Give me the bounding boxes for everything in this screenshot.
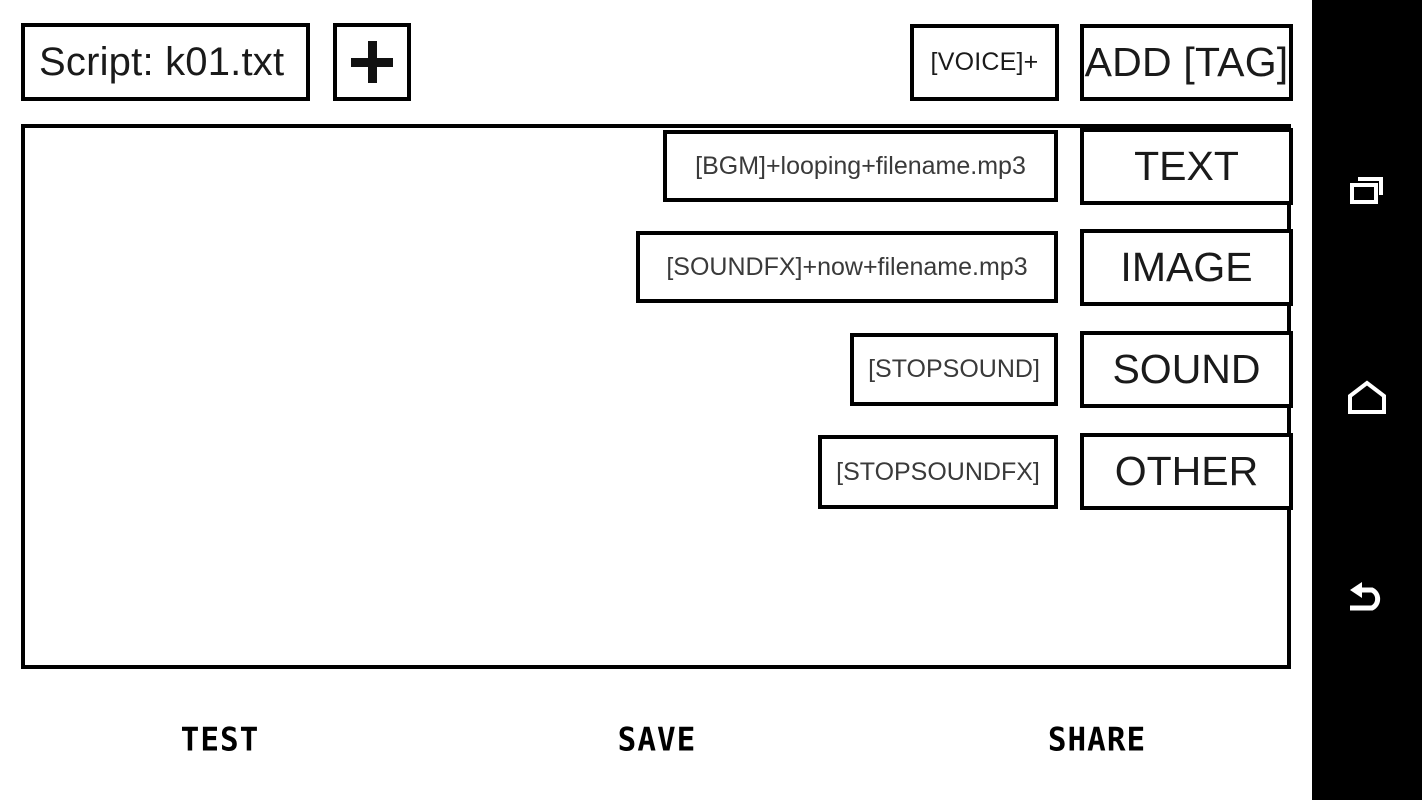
nav-recents-button[interactable] <box>1312 140 1422 240</box>
nav-home-button[interactable] <box>1312 350 1422 450</box>
category-button-text[interactable]: TEXT <box>1080 128 1293 205</box>
test-button[interactable]: TEST <box>180 721 260 759</box>
plus-icon <box>351 41 393 83</box>
home-icon <box>1345 378 1389 423</box>
script-name-field[interactable]: Script: k01.txt <box>21 23 310 101</box>
tag-suggestion-item[interactable]: [STOPSOUNDFX] <box>818 435 1058 509</box>
recents-icon <box>1347 168 1387 213</box>
add-tag-button[interactable]: ADD [TAG] <box>1080 24 1293 101</box>
share-button[interactable]: SHARE <box>1047 721 1147 759</box>
category-button-image[interactable]: IMAGE <box>1080 229 1293 306</box>
nav-back-button[interactable] <box>1312 550 1422 650</box>
tag-suggestion-item[interactable]: [BGM]+looping+filename.mp3 <box>663 130 1058 202</box>
voice-tag-button[interactable]: [VOICE]+ <box>910 24 1059 101</box>
tag-suggestion-item[interactable]: [SOUNDFX]+now+filename.mp3 <box>636 231 1058 303</box>
tag-suggestion-item[interactable]: [STOPSOUND] <box>850 333 1058 406</box>
save-button[interactable]: SAVE <box>617 721 697 759</box>
bottom-action-bar: TEST SAVE SHARE <box>0 690 1312 800</box>
add-script-button[interactable] <box>333 23 411 101</box>
category-button-sound[interactable]: SOUND <box>1080 331 1293 408</box>
android-navigation-bar <box>1312 0 1422 800</box>
category-button-other[interactable]: OTHER <box>1080 433 1293 510</box>
back-icon <box>1344 578 1390 623</box>
script-editor-area[interactable] <box>21 124 1291 669</box>
